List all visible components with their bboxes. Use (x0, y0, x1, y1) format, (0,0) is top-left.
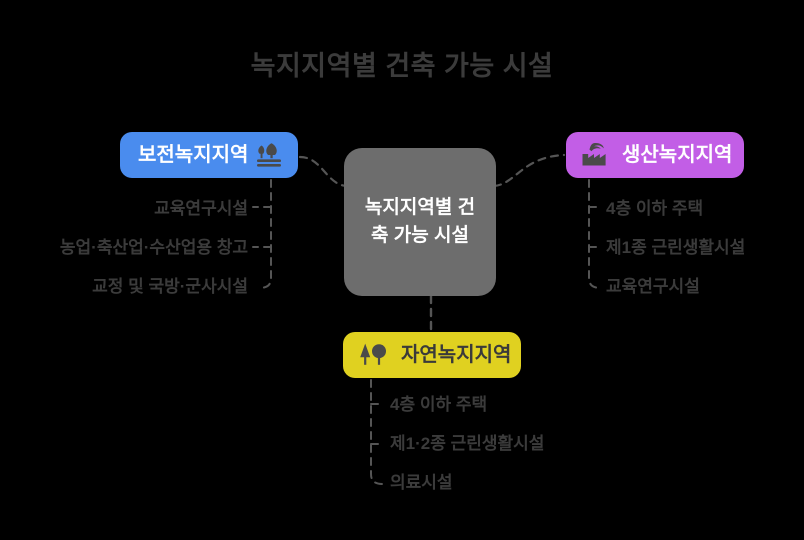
two-trees-icon (357, 341, 389, 369)
connector-center-to-production (492, 153, 566, 188)
list-item: 제1종 근린생활시설 (606, 238, 746, 257)
bracket-natural (370, 379, 384, 485)
list-item: 교정 및 국방·군사시설 (92, 277, 248, 296)
detail-list-production: 4층 이하 주택 제1종 근린생활시설 교육연구시설 (606, 200, 804, 317)
eco-factory-icon (580, 141, 610, 169)
bracket-conservation (258, 179, 272, 289)
list-item: 4층 이하 주택 (390, 395, 488, 414)
center-node-label: 녹지지역별 건 축 가능 시설 (364, 197, 476, 246)
park-tree-icon (254, 141, 284, 169)
list-item: 교육연구시설 (154, 199, 248, 218)
center-node[interactable]: 녹지지역별 건 축 가능 시설 (344, 148, 496, 296)
bracket-production (588, 179, 602, 289)
branch-node-conservation-label: 보전녹지지역 (138, 144, 249, 166)
detail-list-natural: 4층 이하 주택 제1·2종 근린생활시설 의료시설 (390, 396, 650, 513)
list-item: 의료시설 (390, 473, 453, 492)
list-item: 교육연구시설 (606, 277, 700, 296)
list-item: 4층 이하 주택 (606, 199, 704, 218)
page-title: 녹지지역별 건축 가능 시설 (250, 51, 554, 81)
branch-node-conservation[interactable]: 보전녹지지역 (120, 132, 298, 178)
branch-node-natural[interactable]: 자연녹지지역 (343, 332, 521, 378)
branch-node-natural-label: 자연녹지지역 (401, 344, 512, 366)
list-item: 제1·2종 근린생활시설 (390, 434, 545, 453)
detail-list-conservation: 교육연구시설 농업·축산업·수산업용 창고 교정 및 국방·군사시설 (10, 200, 248, 317)
connector-conservation-to-center (298, 155, 348, 188)
list-item: 농업·축산업·수산업용 창고 (59, 238, 248, 257)
branch-node-production-label: 생산녹지지역 (622, 144, 733, 166)
branch-node-production[interactable]: 생산녹지지역 (566, 132, 744, 178)
